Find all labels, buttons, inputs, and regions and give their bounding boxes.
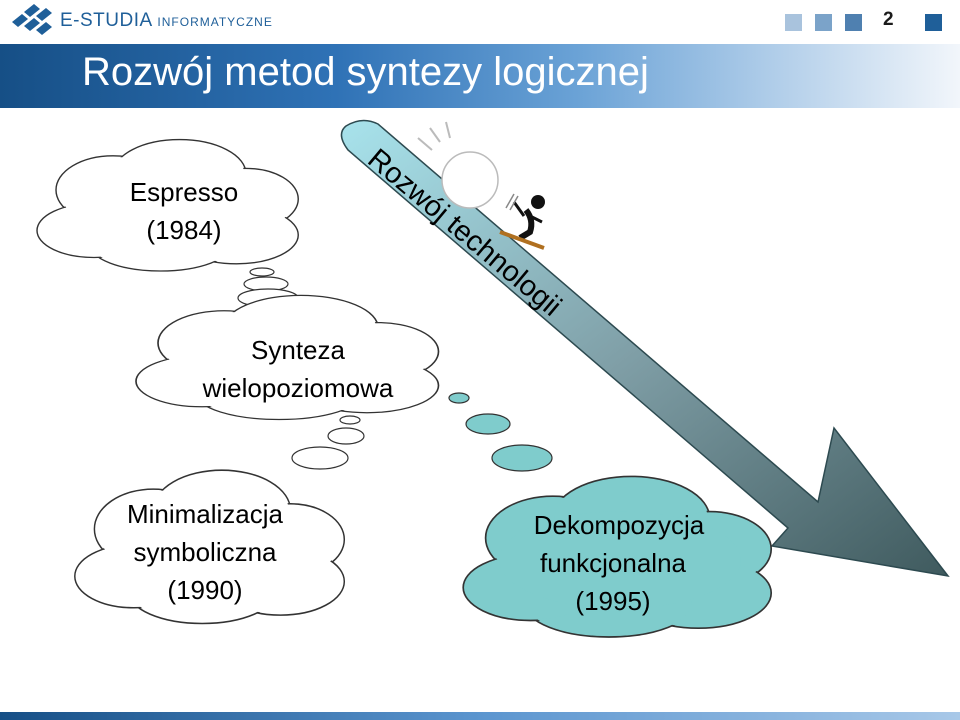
technology-arrow	[340, 119, 950, 578]
teal-bubbles	[448, 392, 553, 472]
cloud-1-line-1: Espresso	[130, 177, 238, 207]
nav-square-3	[845, 14, 862, 31]
logo-icon	[12, 4, 52, 35]
diagram: Rozwój technologii	[36, 119, 950, 638]
slide-title: Rozwój metod syntezy logicznej	[82, 50, 649, 94]
cloud-2-line-2: wielopoziomowa	[202, 373, 394, 403]
nav-square-4	[925, 14, 942, 31]
cloud-3-line-3: (1990)	[167, 575, 242, 605]
cloud-4-line-3: (1995)	[575, 586, 650, 616]
brand-sub: INFORMATYCZNE	[157, 15, 273, 29]
cloud-3-line-1: Minimalizacja	[127, 499, 284, 529]
cloud-3-line-2: symboliczna	[133, 537, 277, 567]
cloud-4-line-2: funkcjonalna	[540, 548, 687, 578]
title-bar	[0, 44, 960, 108]
brand-name: E-STUDIA INFORMATYCZNE	[60, 10, 273, 32]
slide-number: 2	[883, 9, 894, 30]
footer-line	[0, 712, 960, 720]
cloud-2-line-1: Synteza	[251, 335, 345, 365]
cloud-1-line-2: (1984)	[146, 215, 221, 245]
nav-square-1	[785, 14, 802, 31]
cloud-4-line-1: Dekompozycja	[534, 510, 705, 540]
snowball-icon	[417, 121, 499, 209]
skier-icon	[499, 193, 545, 250]
brand-main: E-STUDIA	[60, 10, 152, 31]
nav-square-2	[815, 14, 832, 31]
